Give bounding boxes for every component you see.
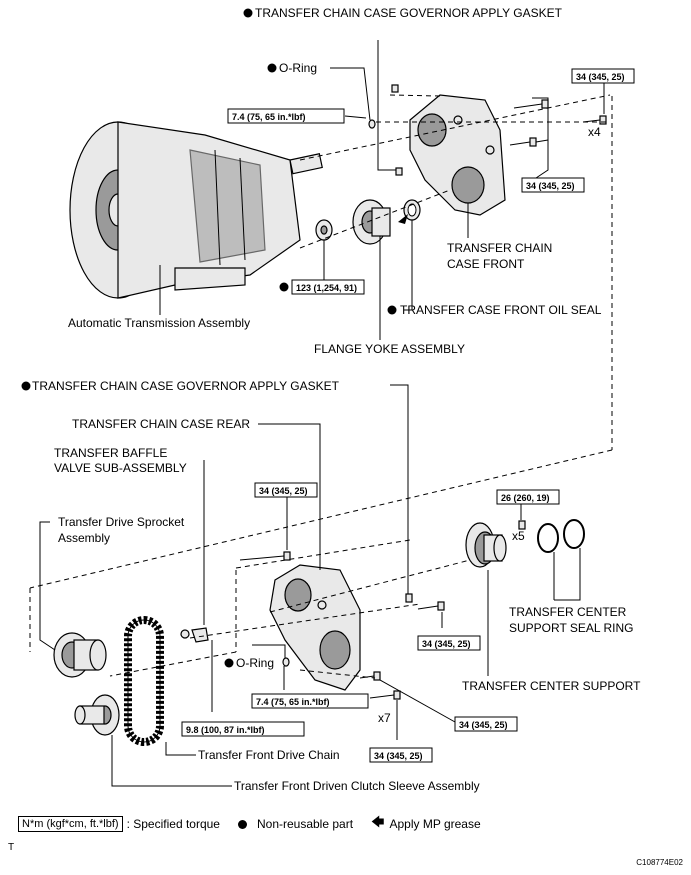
label-driven-clutch: Transfer Front Driven Clutch Sleeve Asse… — [234, 779, 480, 793]
svg-text:7.4 (75, 65 in.*lbf): 7.4 (75, 65 in.*lbf) — [232, 112, 306, 122]
svg-text:123 (1,254, 91): 123 (1,254, 91) — [296, 283, 357, 293]
label-drive-chain: Transfer Front Drive Chain — [198, 748, 340, 762]
label-at-assembly: Automatic Transmission Assembly — [68, 316, 250, 330]
svg-text:O-Ring: O-Ring — [279, 61, 317, 75]
qty-top: x4 — [588, 125, 601, 139]
flange-yoke-illustration — [352, 199, 391, 245]
label-gasket-top: TRANSFER CHAIN CASE GOVERNOR APPLY GASKE… — [243, 6, 563, 20]
front-oil-seal-illustration — [398, 199, 421, 224]
label-case-front: TRANSFER CHAIN CASE FRONT — [447, 241, 552, 271]
torque-top-oring: 7.4 (75, 65 in.*lbf) — [227, 108, 345, 124]
rear-case-bolts — [239, 520, 526, 700]
nonreusable-dot-icon — [237, 819, 247, 829]
footer-mark: T — [8, 842, 15, 853]
svg-text:34 (345, 25): 34 (345, 25) — [526, 181, 575, 191]
svg-text:34 (345, 25): 34 (345, 25) — [374, 751, 423, 761]
label-case-rear: TRANSFER CHAIN CASE REAR — [72, 417, 250, 431]
baffle-valve-illustration — [180, 627, 290, 667]
driven-clutch-sleeve-illustration — [74, 694, 120, 736]
label-gasket-mid: TRANSFER CHAIN CASE GOVERNOR APPLY GASKE… — [21, 379, 340, 393]
legend: N*m (kgf*cm, ft.*lbf) : Specified torque… — [18, 814, 481, 834]
figure-code: C108774E02 — [636, 858, 683, 867]
front-case-bolts — [509, 99, 607, 147]
svg-text:Transfer Drive Sprocket: Transfer Drive Sprocket — [58, 515, 185, 529]
svg-text:34 (345, 25): 34 (345, 25) — [576, 72, 625, 82]
torque-top-right: 34 (345, 25) — [571, 68, 635, 84]
svg-text:VALVE SUB-ASSEMBLY: VALVE SUB-ASSEMBLY — [54, 461, 187, 475]
svg-text:34 (345, 25): 34 (345, 25) — [422, 639, 471, 649]
transfer-case-rear-illustration — [269, 564, 361, 691]
svg-text:9.8 (100, 87 in.*lbf): 9.8 (100, 87 in.*lbf) — [186, 725, 265, 735]
center-support-illustration — [465, 522, 507, 568]
torque-bottom-oring: 7.4 (75, 65 in.*lbf) — [251, 693, 369, 709]
svg-text:CASE FRONT: CASE FRONT — [447, 257, 525, 271]
svg-text:TRANSFER CHAIN CASE GOVERNOR A: TRANSFER CHAIN CASE GOVERNOR APPLY GASKE… — [255, 6, 563, 20]
automatic-transmission-illustration — [69, 121, 323, 299]
torque-bottom-right: 34 (345, 25) — [454, 716, 518, 732]
legend-grease: Apply MP grease — [389, 817, 481, 831]
label-center-support: TRANSFER CENTER SUPPORT — [462, 679, 641, 693]
svg-text:SUPPORT SEAL RING: SUPPORT SEAL RING — [509, 621, 633, 635]
svg-text:7.4 (75, 65 in.*lbf): 7.4 (75, 65 in.*lbf) — [256, 697, 330, 707]
svg-text:TRANSFER CENTER: TRANSFER CENTER — [509, 605, 627, 619]
label-baffle-valve: TRANSFER BAFFLE VALVE SUB-ASSEMBLY — [54, 446, 187, 475]
drive-sprocket-illustration — [53, 632, 107, 678]
legend-nonreusable: Non-reusable part — [256, 817, 354, 831]
torque-top-mid: 34 (345, 25) — [521, 177, 585, 193]
qty-bottom: x7 — [378, 711, 391, 725]
torque-baffle: 9.8 (100, 87 in.*lbf) — [181, 721, 305, 737]
drive-chain-illustration — [124, 616, 164, 746]
svg-text:O-Ring: O-Ring — [236, 656, 274, 670]
svg-text:26 (260, 19): 26 (260, 19) — [501, 493, 550, 503]
torque-bottom: 34 (345, 25) — [369, 747, 433, 763]
svg-text:TRANSFER BAFFLE: TRANSFER BAFFLE — [54, 446, 167, 460]
transfer-case-front-illustration — [409, 94, 506, 216]
torque-rear-right: 34 (345, 25) — [417, 635, 481, 651]
label-oring-bottom: O-Ring — [224, 656, 274, 670]
svg-text:TRANSFER CHAIN CASE GOVERNOR A: TRANSFER CHAIN CASE GOVERNOR APPLY GASKE… — [32, 379, 340, 393]
label-center-seal-ring: TRANSFER CENTER SUPPORT SEAL RING — [509, 605, 633, 635]
label-oring-top: O-Ring — [267, 61, 317, 75]
top-gasket-parts — [368, 84, 403, 176]
grease-arrow-icon: 🡄 — [371, 814, 385, 829]
svg-text:TRANSFER CHAIN: TRANSFER CHAIN — [447, 241, 552, 255]
flange-nut-illustration — [315, 219, 333, 241]
legend-torque-text: : Specified torque — [126, 817, 220, 831]
svg-text:34 (345, 25): 34 (345, 25) — [259, 486, 308, 496]
torque-nut: 123 (1,254, 91) — [279, 279, 365, 295]
label-flange-yoke: FLANGE YOKE ASSEMBLY — [314, 342, 465, 356]
svg-text:TRANSFER CASE FRONT OIL SEAL: TRANSFER CASE FRONT OIL SEAL — [400, 303, 602, 317]
legend-torque-box: N*m (kgf*cm, ft.*lbf) — [18, 816, 123, 832]
svg-text:34 (345, 25): 34 (345, 25) — [459, 720, 508, 730]
label-drive-sprocket: Transfer Drive Sprocket Assembly — [58, 515, 185, 545]
seal-rings-illustration — [537, 519, 585, 553]
qty-support: x5 — [512, 529, 525, 543]
svg-text:Assembly: Assembly — [58, 531, 110, 545]
torque-support: 26 (260, 19) — [496, 489, 560, 505]
label-front-oil-seal: TRANSFER CASE FRONT OIL SEAL — [387, 303, 602, 317]
torque-rear-top: 34 (345, 25) — [254, 482, 318, 498]
